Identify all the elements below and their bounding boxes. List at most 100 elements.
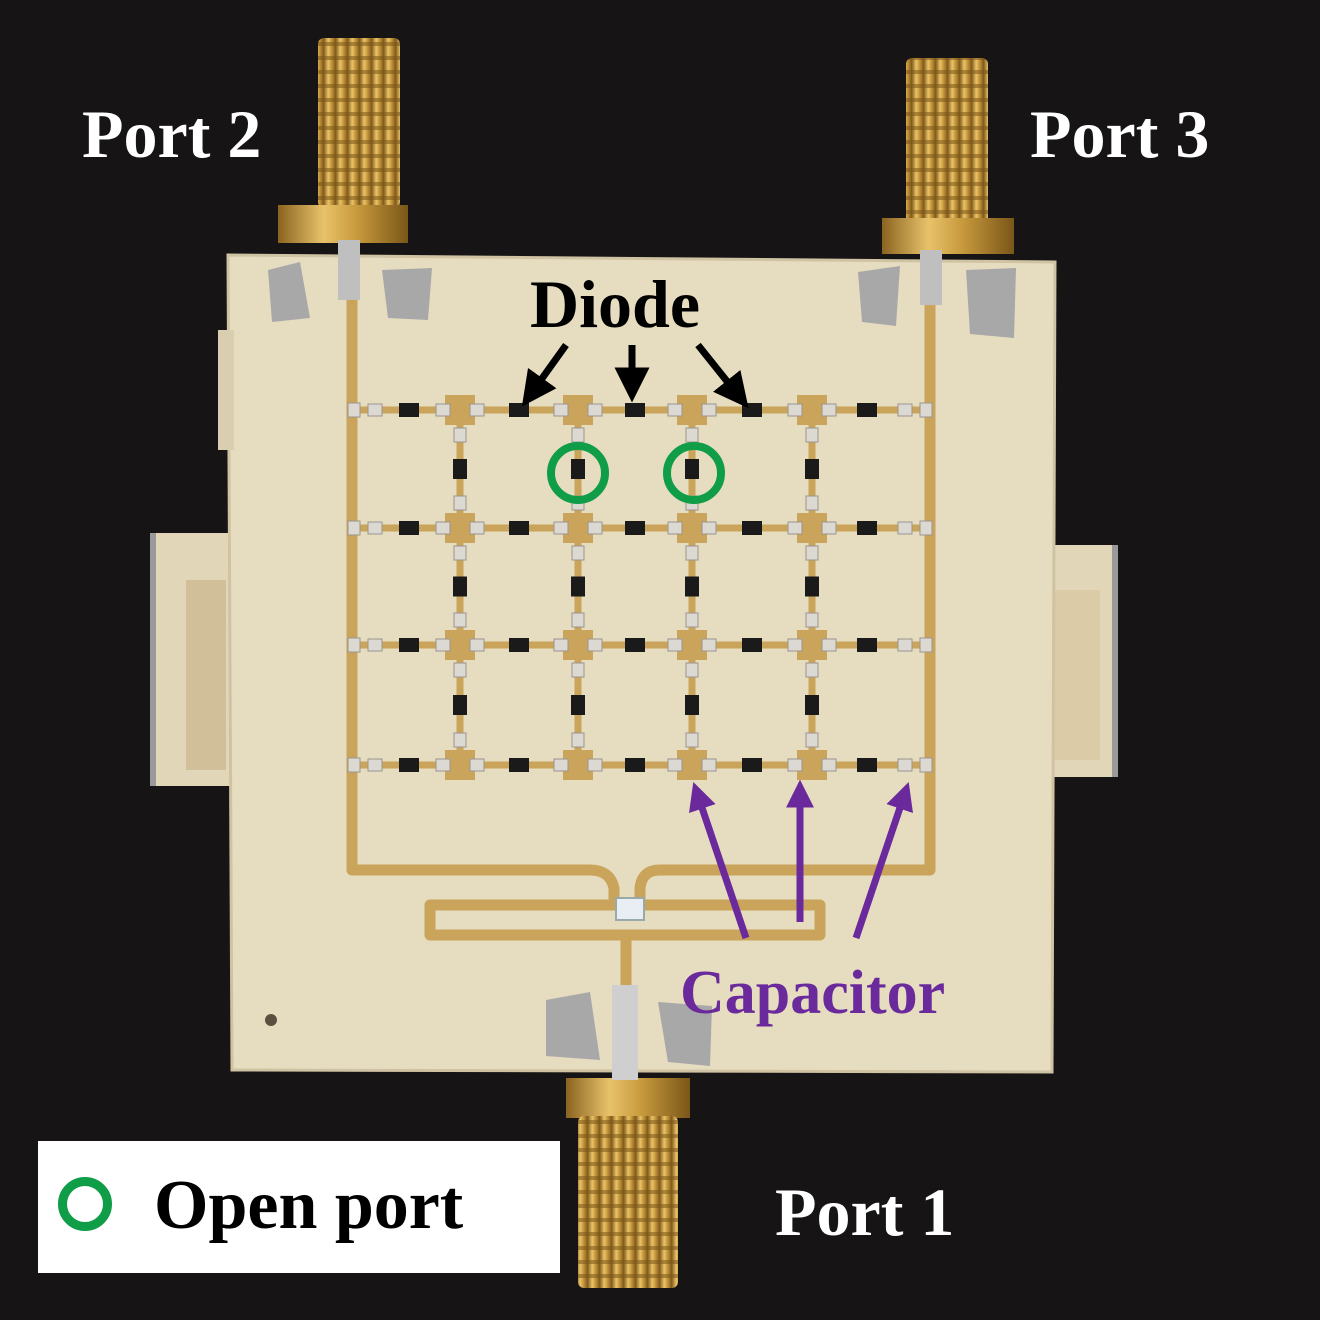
diode-package xyxy=(625,403,645,417)
diode-package xyxy=(399,638,419,652)
diode-package xyxy=(742,758,762,772)
capacitor-pad xyxy=(587,758,603,772)
diode-package xyxy=(509,403,529,417)
capacitor-pad xyxy=(453,612,467,628)
diode-package xyxy=(685,695,699,715)
capacitor-pad xyxy=(787,521,803,535)
side-block-left xyxy=(150,533,232,786)
capacitor-pad xyxy=(821,758,837,772)
capacitor-pad xyxy=(787,638,803,652)
capacitor-pad xyxy=(821,403,837,417)
open-port-marker-1 xyxy=(547,442,609,504)
diode-package xyxy=(805,459,819,479)
capacitor-pad xyxy=(435,638,451,652)
capacitor-pad xyxy=(701,521,717,535)
capacitor-pad xyxy=(685,662,699,678)
capacitor-pad xyxy=(367,403,383,417)
capacitor-pad xyxy=(453,545,467,561)
capacitor-pad xyxy=(347,757,361,773)
diode-package xyxy=(453,576,467,597)
capacitor-pad xyxy=(805,545,819,561)
capacitor-pad xyxy=(553,638,569,652)
capacitor-pad xyxy=(805,495,819,511)
capacitor-pad xyxy=(587,638,603,652)
capacitor-pad xyxy=(821,638,837,652)
grid-components xyxy=(347,395,933,780)
diode-package xyxy=(625,758,645,772)
connector-port3 xyxy=(858,58,1016,338)
diode-label: Diode xyxy=(530,266,700,342)
capacitor-pad xyxy=(685,427,699,443)
diode-package xyxy=(453,695,467,715)
capacitor-pad xyxy=(701,638,717,652)
capacitor-pad xyxy=(587,403,603,417)
capacitor-pad xyxy=(919,757,933,773)
diode-package xyxy=(857,403,877,417)
diode-package xyxy=(399,758,419,772)
capacitor-pad xyxy=(667,403,683,417)
side-block-right xyxy=(1050,545,1118,777)
capacitor-pad xyxy=(347,520,361,536)
capacitor-pad xyxy=(897,638,913,652)
capacitor-label: Capacitor xyxy=(680,959,946,1027)
diode-arrows xyxy=(521,342,749,409)
diode-package xyxy=(399,521,419,535)
capacitor-pad xyxy=(435,758,451,772)
diode-package xyxy=(857,521,877,535)
capacitor-pad xyxy=(805,612,819,628)
diode-package xyxy=(857,758,877,772)
capacitor-pad xyxy=(667,758,683,772)
open-port-legend-icon xyxy=(58,1177,112,1231)
diode-package xyxy=(509,638,529,652)
legend-text: Open port xyxy=(154,1167,464,1244)
capacitor-pad xyxy=(453,495,467,511)
capacitor-pad xyxy=(571,427,585,443)
diode-package xyxy=(509,758,529,772)
connector-port1 xyxy=(546,985,712,1288)
diode-package xyxy=(857,638,877,652)
feed-network xyxy=(346,300,936,985)
capacitor-pad xyxy=(571,612,585,628)
capacitor-pad xyxy=(787,403,803,417)
capacitor-pad xyxy=(469,758,485,772)
capacitor-pad xyxy=(667,638,683,652)
feed-capacitor xyxy=(615,897,645,921)
diode-package xyxy=(742,403,762,417)
capacitor-pad xyxy=(469,521,485,535)
capacitor-pad xyxy=(897,403,913,417)
open-port-marker-2 xyxy=(663,442,725,504)
capacitor-pad xyxy=(787,758,803,772)
capacitor-pad xyxy=(571,545,585,561)
diode-package xyxy=(805,695,819,715)
capacitor-pad xyxy=(571,662,585,678)
capacitor-pad xyxy=(805,427,819,443)
capacitor-pad xyxy=(897,521,913,535)
capacitor-pad xyxy=(367,638,383,652)
capacitor-pad xyxy=(553,521,569,535)
diode-package xyxy=(571,695,585,715)
capacitor-arrows xyxy=(689,779,913,940)
legend-box: Open port xyxy=(38,1141,560,1273)
capacitor-pad xyxy=(919,402,933,418)
capacitor-pad xyxy=(701,403,717,417)
mounting-hole xyxy=(265,1014,277,1026)
port3-label: Port 3 xyxy=(1030,96,1210,172)
diode-package xyxy=(685,576,699,597)
diode-package xyxy=(509,521,529,535)
diode-package xyxy=(742,638,762,652)
capacitor-pad xyxy=(571,732,585,748)
diode-package xyxy=(453,459,467,479)
capacitor-pad xyxy=(453,427,467,443)
capacitor-pad xyxy=(347,637,361,653)
capacitor-pad xyxy=(667,521,683,535)
diode-package xyxy=(625,638,645,652)
capacitor-pad xyxy=(805,662,819,678)
capacitor-pad xyxy=(469,638,485,652)
diode-package xyxy=(625,521,645,535)
capacitor-pad xyxy=(805,732,819,748)
connector-port2 xyxy=(268,38,432,322)
capacitor-pad xyxy=(919,637,933,653)
diode-package xyxy=(805,576,819,597)
